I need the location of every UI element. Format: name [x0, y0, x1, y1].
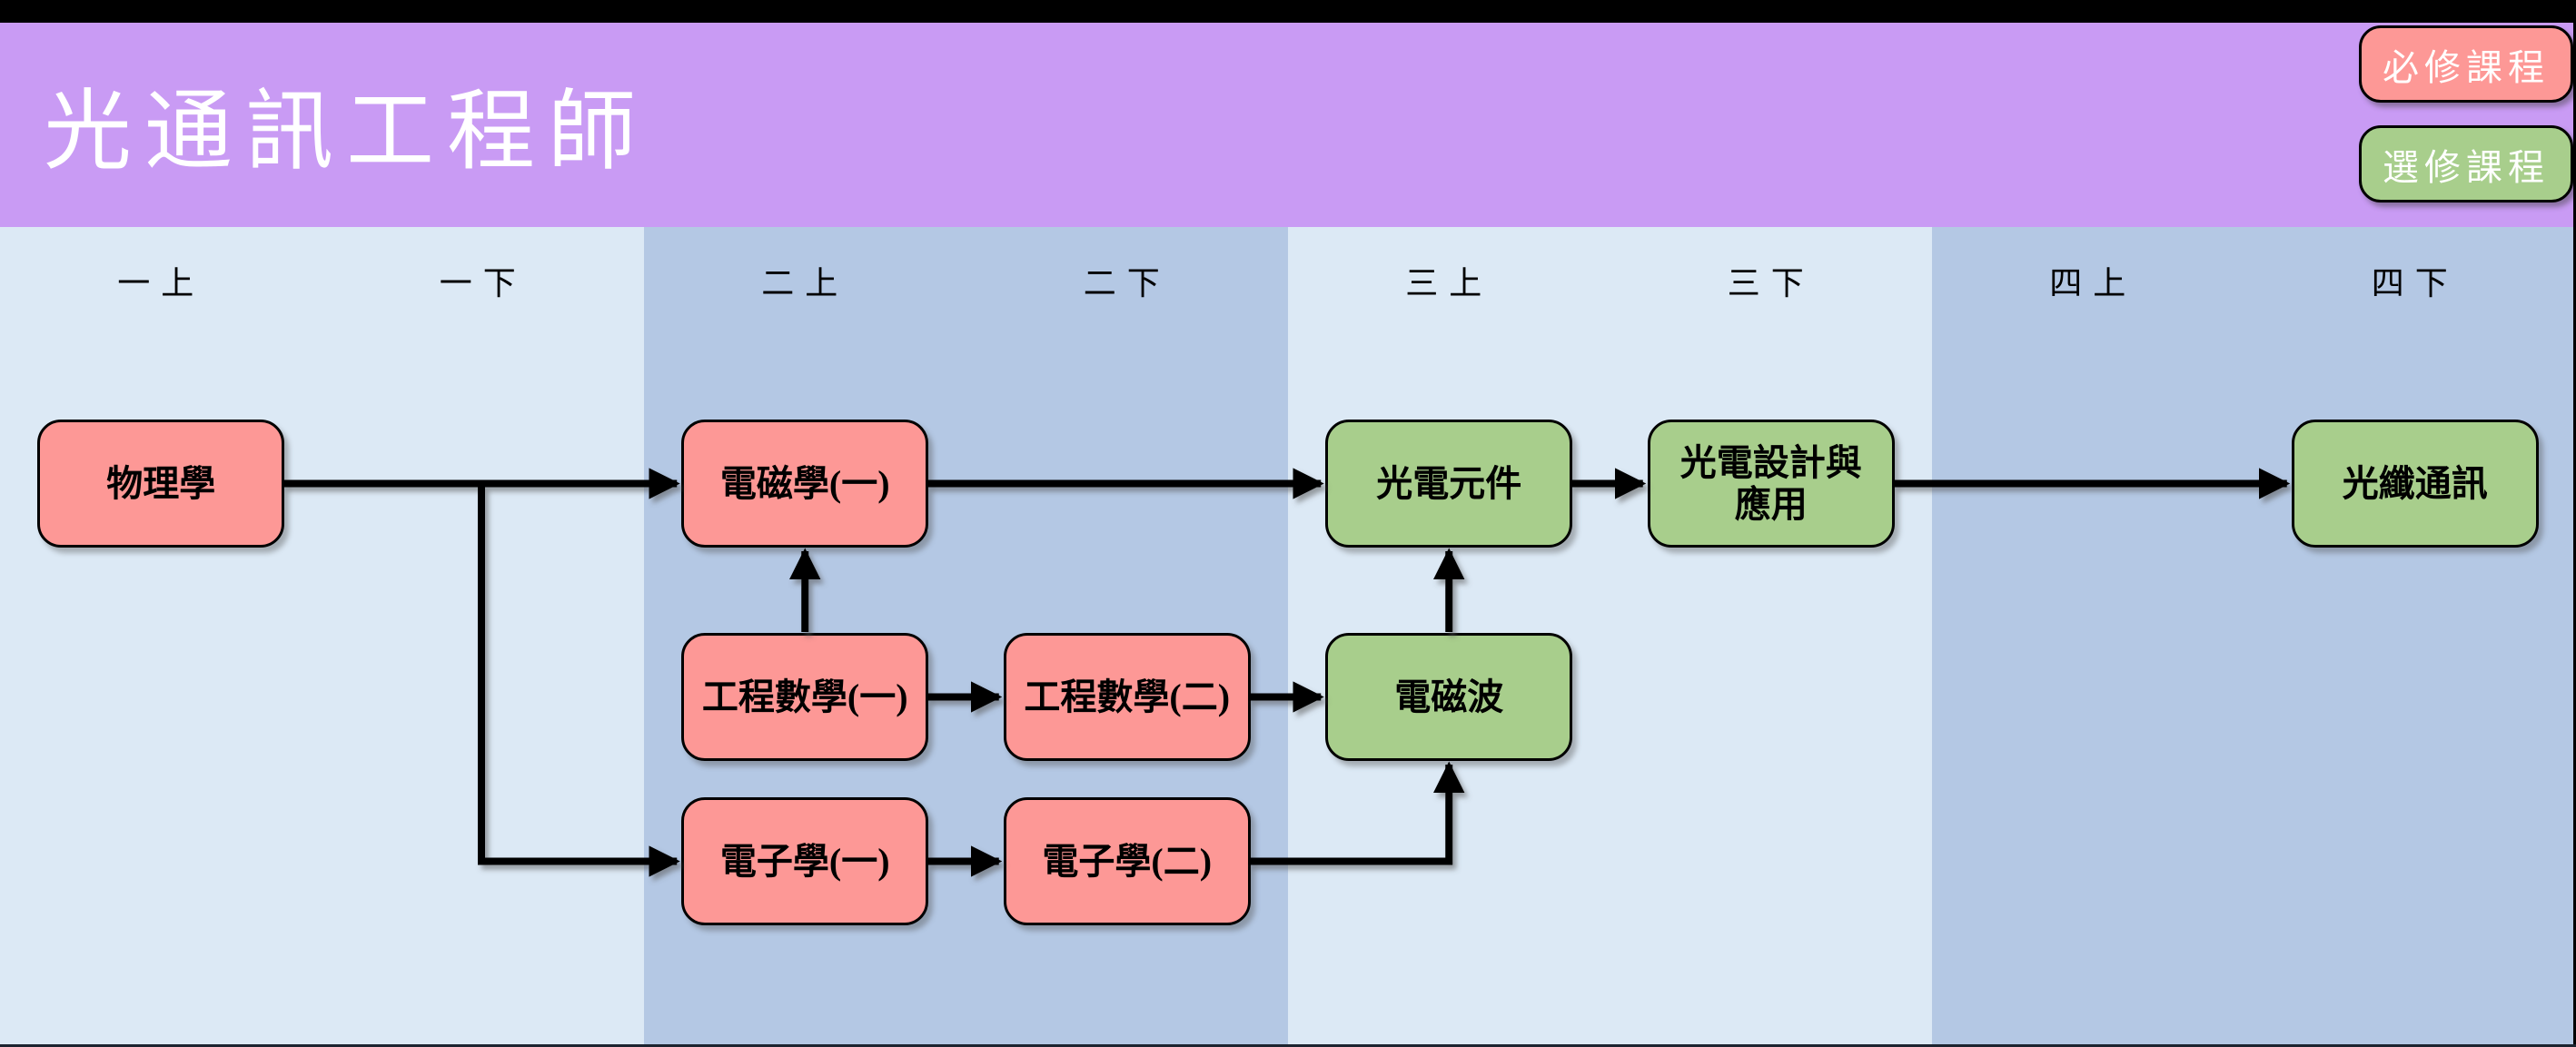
semester-header-5: 三下: [1727, 265, 1815, 301]
course-label-electronics2: 電子學(二): [1042, 840, 1213, 882]
course-label-optoelec: 光電元件: [1376, 462, 1522, 504]
course-engmath1: 工程數學(一): [681, 633, 929, 761]
course-label-engmath1: 工程數學(一): [701, 676, 908, 717]
legend-elective-badge: 選修課程: [2359, 125, 2573, 202]
course-physics: 物理學: [37, 420, 285, 548]
course-label-em1: 電磁學(一): [719, 462, 890, 504]
semester-column-5: [1610, 227, 1933, 1047]
course-optoelec: 光電元件: [1325, 420, 1573, 548]
legend-elective-label: 選修課程: [2383, 146, 2550, 188]
bottom-edge-line: [0, 1044, 2576, 1047]
course-label-emwave: 電磁波: [1394, 676, 1504, 717]
semester-header-7: 四下: [2371, 265, 2459, 301]
course-engmath2: 工程數學(二): [1003, 633, 1251, 761]
course-electronics2: 電子學(二): [1003, 797, 1251, 925]
course-label-physics: 物理學: [106, 462, 216, 504]
course-em1: 電磁學(一): [681, 420, 929, 548]
course-label-fiber: 光纖通訊: [2342, 462, 2488, 504]
course-electronics1: 電子學(一): [681, 797, 929, 925]
semester-column-1: [322, 227, 645, 1047]
course-label-electronics1: 電子學(一): [719, 840, 890, 882]
legend-required-badge: 必修課程: [2359, 25, 2573, 103]
course-optodesign: 光電設計與應用: [1647, 420, 1895, 548]
header-band: 光通訊工程師: [0, 23, 2576, 227]
course-emwave: 電磁波: [1325, 633, 1573, 761]
semester-header-2: 二上: [761, 265, 849, 301]
semester-header-3: 二下: [1083, 265, 1171, 301]
semester-header-1: 一下: [439, 265, 527, 301]
page-title: 光通訊工程師: [44, 84, 649, 181]
semester-column-6: [1932, 227, 2254, 1047]
course-label-engmath2: 工程數學(二): [1024, 676, 1231, 717]
course-label-optodesign: 光電設計與應用: [1679, 441, 1862, 525]
semester-header-0: 一上: [117, 265, 205, 301]
semester-column-0: [0, 227, 322, 1047]
semester-column-7: [2254, 227, 2576, 1047]
legend-required-label: 必修課程: [2383, 46, 2550, 88]
top-letterbox-bar: [0, 0, 2576, 23]
semester-header-6: 四上: [2049, 265, 2137, 301]
course-fiber: 光纖通訊: [2291, 420, 2539, 548]
right-edge-line: [2573, 0, 2576, 1047]
semester-header-4: 三上: [1405, 265, 1493, 301]
